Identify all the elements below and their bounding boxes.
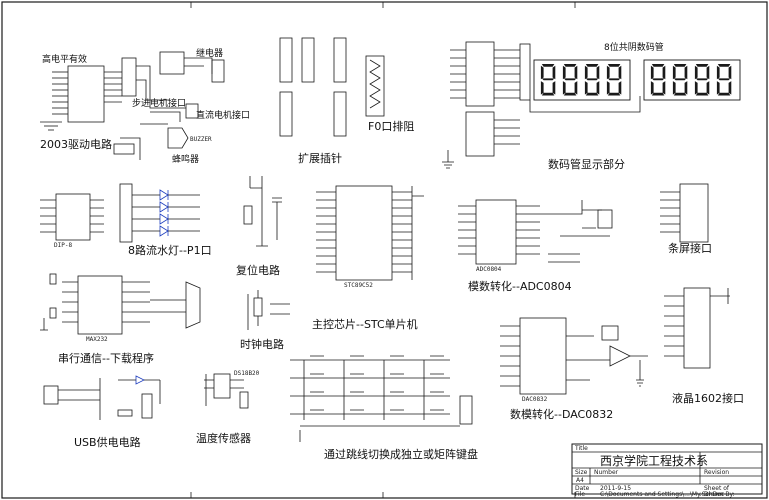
sheet-header: Sheet of [704, 485, 730, 492]
clock-label: 时钟电路 [240, 338, 284, 351]
reset-label: 复位电路 [236, 264, 280, 277]
uln2003-pins [52, 71, 122, 115]
dip-label: DIP-8 [54, 242, 73, 249]
led-resistor-array [119, 183, 133, 243]
date-value: 2011-9-15 [600, 485, 632, 492]
lcd1602-label: 液晶1602接口 [672, 392, 744, 405]
serial-label: 串行通信--下载程序 [58, 352, 154, 365]
usb-connector [43, 385, 59, 405]
size-value: A4 [576, 477, 584, 484]
seg-label: 数码管显示部分 [548, 158, 625, 171]
mcu-chip [335, 185, 393, 281]
number-header: Number [594, 469, 619, 476]
dac-chip [519, 317, 567, 395]
temp-part: DS18B20 [234, 370, 260, 377]
buzzer-symbol [167, 127, 189, 149]
led-column [159, 189, 169, 237]
driver-top-label: 高电平有效 [42, 55, 88, 65]
lcd1602-header [683, 287, 711, 369]
resistor-array [369, 59, 381, 109]
expansion-header-3 [333, 37, 347, 83]
driver-title: 2003驱动电路 [40, 138, 112, 151]
dc-motor-label: 直流电机接口 [196, 111, 251, 121]
dac-part: DAC0832 [522, 396, 548, 403]
adc-part: ADC0804 [476, 266, 502, 273]
f0-resistor-label: F0口排阻 [368, 120, 415, 133]
buzzer-label: 蜂鸣器 [172, 155, 200, 165]
lcd12864-label: 条屏接口 [668, 242, 712, 255]
mcu-label: 主控芯片--STC单片机 [312, 318, 418, 331]
revision-header: Revision [704, 469, 730, 476]
key-matrix [290, 355, 450, 420]
latch-74hc573 [465, 41, 495, 107]
db9-connector [185, 281, 201, 329]
size-header: Size [575, 469, 588, 476]
stepper-header [121, 57, 137, 97]
led-label: 8路流水灯--P1口 [128, 244, 212, 257]
keyboard-label: 通过跳线切换成独立或矩阵键盘 [324, 448, 478, 461]
usb-label: USB供电电路 [74, 436, 141, 449]
mcu-part: STC89C52 [344, 282, 373, 289]
opamp [609, 345, 631, 367]
drawn-by-header: Drawn By: [704, 491, 735, 498]
expansion-header-4 [333, 91, 347, 137]
file-value: C:\Documents and Settings\...\My.SchDoc [600, 491, 725, 498]
seg-title: 8位共阴数码管 [604, 43, 664, 53]
expansion-header-2 [279, 91, 293, 137]
decoder-74hc138 [465, 111, 495, 157]
title-header: Title [575, 445, 588, 452]
expansion-header-1 [279, 37, 293, 83]
adc-label: 模数转化--ADC0804 [468, 280, 572, 293]
serial-part: MAX232 [86, 336, 108, 343]
ds18b20-sensor [213, 373, 231, 399]
adc-chip [475, 199, 517, 265]
file-header: File [575, 491, 586, 498]
buzzer-part: BUZZER [190, 136, 212, 143]
dip-switch [55, 193, 91, 241]
title-block [571, 443, 763, 495]
org-title: 西京学院工程技术系 [600, 454, 709, 468]
max232-chip [77, 275, 123, 335]
date-header: Date [575, 485, 590, 492]
stepper-label: 步进电机接口 [132, 99, 187, 109]
temp-label: 温度传感器 [196, 432, 251, 445]
expansion-label: 扩展插针 [298, 152, 342, 165]
dac-label: 数模转化--DAC0832 [510, 408, 614, 421]
relay-label: 继电器 [196, 49, 224, 59]
seven-seg-digits [540, 64, 732, 96]
lcd12864-header [679, 183, 709, 243]
relay-switch [159, 51, 185, 75]
crystal [253, 297, 263, 317]
uln2003-chip [67, 65, 105, 123]
